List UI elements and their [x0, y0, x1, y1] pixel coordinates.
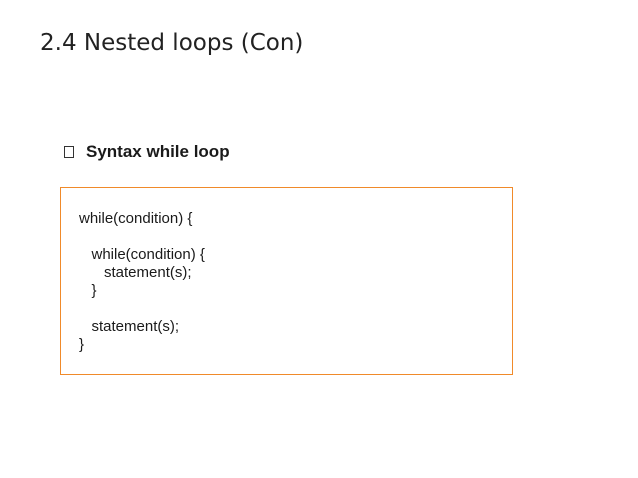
code-lines: while(condition) { while(condition) { st…: [79, 210, 205, 354]
code-line: while(condition) {: [79, 246, 205, 263]
code-line: [79, 228, 205, 246]
bullet-item: Syntax while loop: [64, 141, 230, 163]
bullet-text: Syntax while loop: [86, 142, 230, 161]
code-line: while(condition) {: [79, 210, 193, 227]
code-line: statement(s);: [79, 264, 192, 281]
square-bullet-icon: [64, 146, 74, 158]
code-line: statement(s);: [79, 318, 180, 335]
code-line: }: [79, 336, 85, 353]
code-line: }: [79, 282, 97, 299]
page-title: 2.4 Nested loops (Con): [40, 30, 304, 56]
code-line: [79, 300, 205, 318]
code-box: while(condition) { while(condition) { st…: [60, 187, 513, 375]
